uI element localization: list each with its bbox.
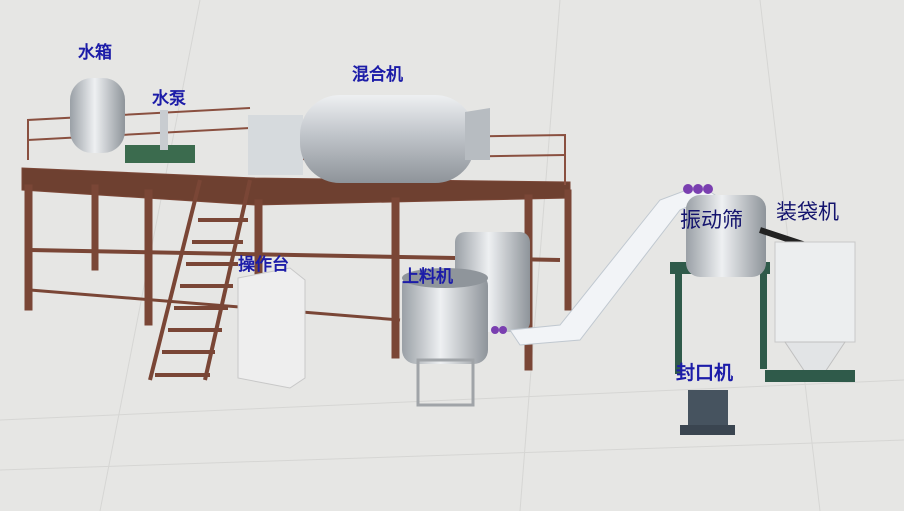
mixer: [248, 95, 490, 183]
label-bagging-machine: 装袋机: [776, 200, 839, 224]
water-pump: [125, 110, 195, 163]
label-water-pump: 水泵: [152, 89, 186, 109]
label-feeder: 上料机: [402, 267, 453, 287]
label-control-panel: 操作台: [238, 255, 289, 275]
stairs: [148, 179, 252, 381]
sealing-machine: [680, 390, 735, 435]
bagging-machine: [765, 241, 856, 382]
label-water-tank: 水箱: [78, 43, 112, 63]
label-sealing-machine: 封口机: [676, 362, 734, 384]
control-cabinet: [237, 267, 306, 389]
feeder-machine: [402, 232, 530, 407]
label-mixer: 混合机: [352, 65, 403, 85]
water-tank: [70, 78, 125, 153]
label-vibrating-screen: 振动筛: [680, 208, 743, 232]
